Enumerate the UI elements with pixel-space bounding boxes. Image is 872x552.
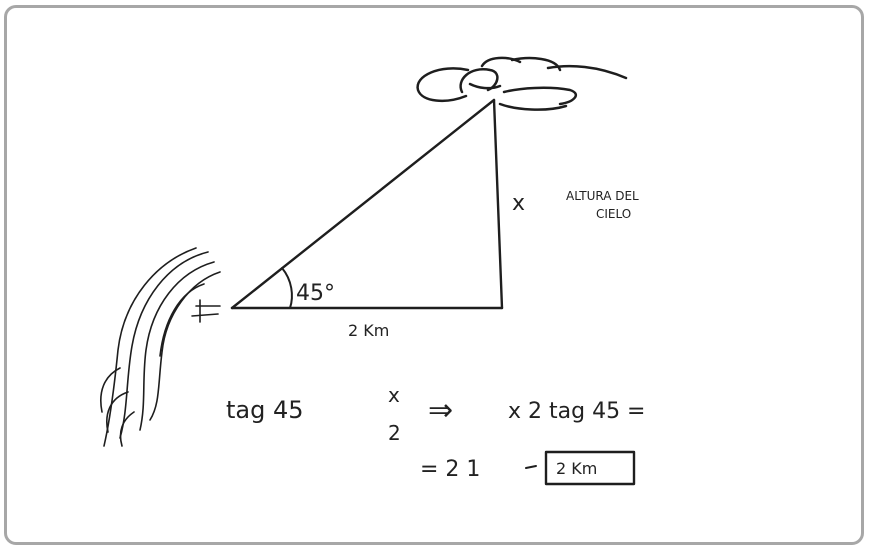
result-value: 2 Km bbox=[556, 459, 597, 478]
equation-line-2: = 2 1 bbox=[420, 457, 480, 482]
triangle-hypotenuse bbox=[230, 98, 496, 310]
result-box-border bbox=[544, 450, 636, 486]
result-box: 2 Km bbox=[544, 450, 636, 486]
triangle-height bbox=[492, 98, 504, 310]
fraction-numerator: x bbox=[388, 383, 400, 407]
fraction-denominator: 2 bbox=[388, 421, 401, 445]
angle-label: 45° bbox=[296, 281, 335, 306]
height-variable-label: x bbox=[512, 191, 525, 216]
image-frame bbox=[4, 5, 864, 545]
angle-arc bbox=[281, 267, 293, 309]
height-note-line-2: CIELO bbox=[596, 207, 631, 221]
dash-mark bbox=[525, 465, 537, 469]
height-note-line-1: ALTURA DEL bbox=[566, 189, 639, 203]
implies-arrow: ⇒ bbox=[428, 393, 453, 428]
right-triangle bbox=[230, 98, 504, 310]
cloud-drawing bbox=[416, 56, 628, 111]
equation-rhs: x 2 tag 45 = bbox=[508, 399, 646, 424]
equation-lhs: tag 45 bbox=[226, 396, 304, 424]
base-length-label: 2 Km bbox=[348, 321, 389, 340]
observer-drawing bbox=[100, 247, 221, 447]
